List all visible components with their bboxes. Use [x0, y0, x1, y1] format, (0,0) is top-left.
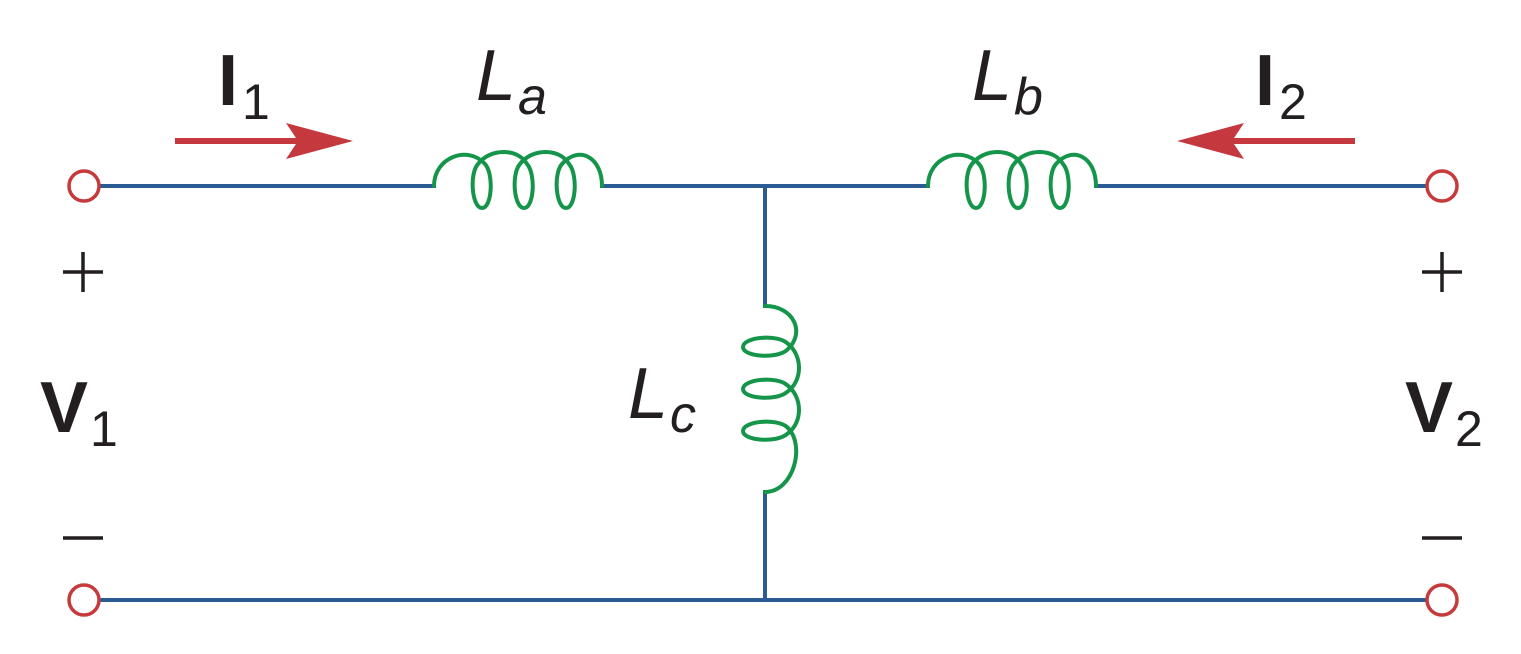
wires — [97, 184, 1429, 602]
polarity-v1 — [63, 252, 103, 540]
current-arrow-i2 — [1177, 123, 1355, 159]
label-lc: Lc — [628, 354, 696, 444]
label-v2: V2 — [1405, 368, 1483, 457]
terminal-input-bottom[interactable] — [67, 583, 101, 617]
inductor-lb — [926, 150, 1098, 210]
label-i1: I1 — [218, 41, 270, 130]
inductor-la — [432, 150, 604, 210]
label-la: La — [476, 36, 547, 126]
terminal-output-top[interactable] — [1425, 169, 1459, 203]
polarity-v2 — [1422, 252, 1462, 540]
terminal-input-top[interactable] — [67, 169, 101, 203]
arrow-i1-head — [286, 123, 353, 159]
inductor-lc — [741, 304, 801, 494]
label-v1: V1 — [40, 368, 118, 457]
label-i2: I2 — [1255, 41, 1307, 130]
label-lb: Lb — [972, 36, 1043, 126]
terminals — [67, 169, 1459, 617]
current-arrow-i1 — [175, 123, 353, 159]
arrow-i2-head — [1177, 123, 1244, 159]
terminal-output-bottom[interactable] — [1425, 583, 1459, 617]
